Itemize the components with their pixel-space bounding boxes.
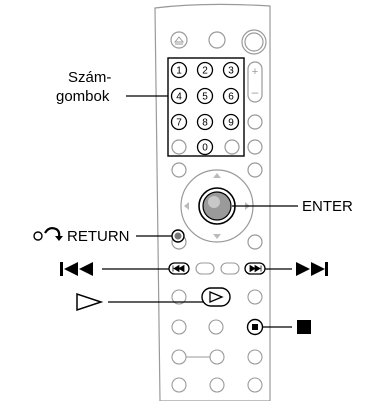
number-key-3[interactable]: 3 [222,61,240,79]
top-row [170,29,267,55]
number-key-label: 0 [202,143,208,154]
next-track-icon [296,262,328,276]
zero-row-keys [171,139,263,155]
number-key-8[interactable]: 8 [196,113,214,131]
number-key-5[interactable]: 5 [196,87,214,105]
return-arrow-icon [33,227,63,241]
number-key-label: 3 [228,66,234,77]
number-key-6[interactable]: 6 [222,87,240,105]
skip-row [168,262,266,275]
next-track-button[interactable] [244,262,266,275]
number-buttons-label-line1: Szám- [68,69,112,86]
number-key-label: 4 [176,92,182,103]
number-key-label: 1 [176,66,182,77]
leader-lines [102,95,298,328]
bottom-keys [171,349,263,393]
previous-track-icon [60,262,93,276]
play-outline-icon [76,292,104,312]
enter-button[interactable] [198,187,236,225]
svg-text:+: + [252,66,258,78]
number-key-label: 6 [228,92,234,103]
play-row [171,287,263,307]
number-key-4[interactable]: 4 [170,87,188,105]
number-buttons-label-line2: gombok [56,88,110,105]
stop-button[interactable] [246,318,264,336]
number-key-9[interactable]: 9 [222,113,240,131]
previous-track-button[interactable] [168,262,190,275]
number-key-label: 7 [176,118,182,129]
number-pad-frame [167,57,245,157]
number-key-label: 5 [202,92,208,103]
svg-text:–: – [252,85,259,99]
number-keys: 1 2 3 4 5 6 7 8 9 0 [170,61,240,156]
stop-square-icon [297,320,311,334]
return-label: RETURN [67,228,130,245]
number-key-label: 2 [202,66,208,77]
number-key-label: 9 [228,118,234,129]
number-key-label: 8 [202,118,208,129]
number-key-2[interactable]: 2 [196,61,214,79]
volume-rocker: + – [247,61,263,130]
stop-row [171,318,264,336]
return-button[interactable] [171,229,185,243]
play-button[interactable] [201,287,231,307]
enter-label: ENTER [302,198,353,215]
number-key-0[interactable]: 0 [196,138,214,156]
number-key-1[interactable]: 1 [170,61,188,79]
number-key-7[interactable]: 7 [170,113,188,131]
